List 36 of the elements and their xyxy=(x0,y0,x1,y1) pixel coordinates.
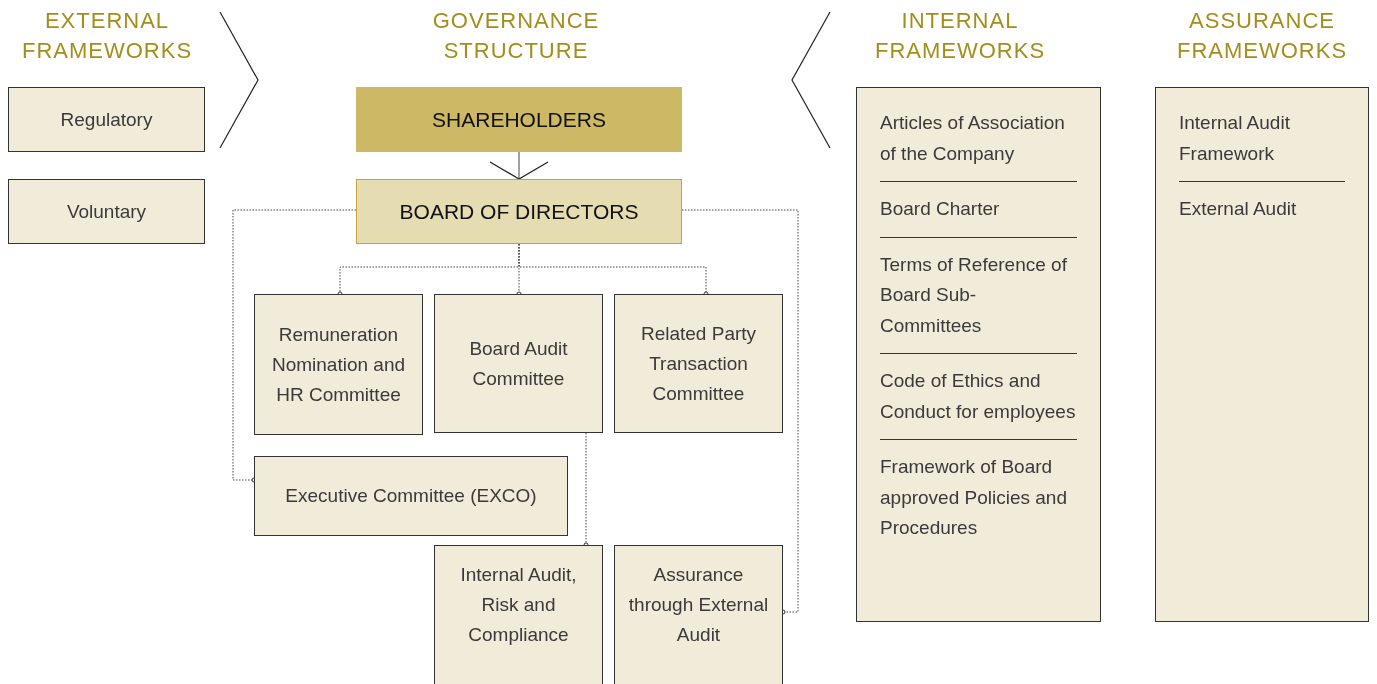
committee-box xyxy=(614,294,783,433)
box-label: External Audit xyxy=(1179,197,1298,221)
committee-box xyxy=(434,545,603,684)
box-label: Executive Committee (EXCO) xyxy=(284,484,538,508)
box-label: Remuneration Nomination and HR Committee xyxy=(270,322,407,407)
chevron-arrow xyxy=(489,151,549,180)
box-label: Internal Audit Framework xyxy=(1179,111,1291,166)
box-label: Voluntary xyxy=(65,199,148,224)
box-label: Assurance through External Audit xyxy=(627,563,770,647)
box-label: Internal Audit, Risk and Compliance xyxy=(459,563,578,647)
box-label: BOARD OF DIRECTORS xyxy=(398,198,640,225)
dotted-connector xyxy=(232,209,357,483)
committee-box xyxy=(254,456,568,536)
committee-box xyxy=(434,294,603,433)
box-label: Terms of Reference of Board Sub-Committees xyxy=(880,252,1068,338)
column-heading: EXTERNAL FRAMEWORKS xyxy=(20,7,194,65)
framework-list-panel xyxy=(856,87,1101,622)
box-label: Related Party Transaction Committee xyxy=(639,321,758,406)
column-heading: INTERNAL FRAMEWORKS xyxy=(873,7,1047,65)
box-label: Regulatory xyxy=(59,107,154,132)
column-heading: GOVERNANCE STRUCTURE xyxy=(431,7,601,65)
box-label: SHAREHOLDERS xyxy=(431,106,607,133)
box-label: Code of Ethics and Conduct for employees xyxy=(880,369,1077,424)
framework-list-panel xyxy=(1155,87,1369,622)
committee-box xyxy=(614,545,783,684)
box-label: Articles of Association of the Company xyxy=(880,111,1066,166)
governance-box xyxy=(356,179,682,244)
box-label: Board Charter xyxy=(880,197,1001,221)
box-label: Framework of Board approved Policies and Procedures xyxy=(880,455,1068,540)
committee-box xyxy=(8,87,205,152)
committee-box xyxy=(8,179,205,244)
box-label: Board Audit Committee xyxy=(468,336,569,391)
column-heading: ASSURANCE FRAMEWORKS xyxy=(1175,7,1349,65)
governance-box xyxy=(356,87,682,152)
committee-box xyxy=(254,294,423,435)
dotted-connector xyxy=(681,209,799,615)
